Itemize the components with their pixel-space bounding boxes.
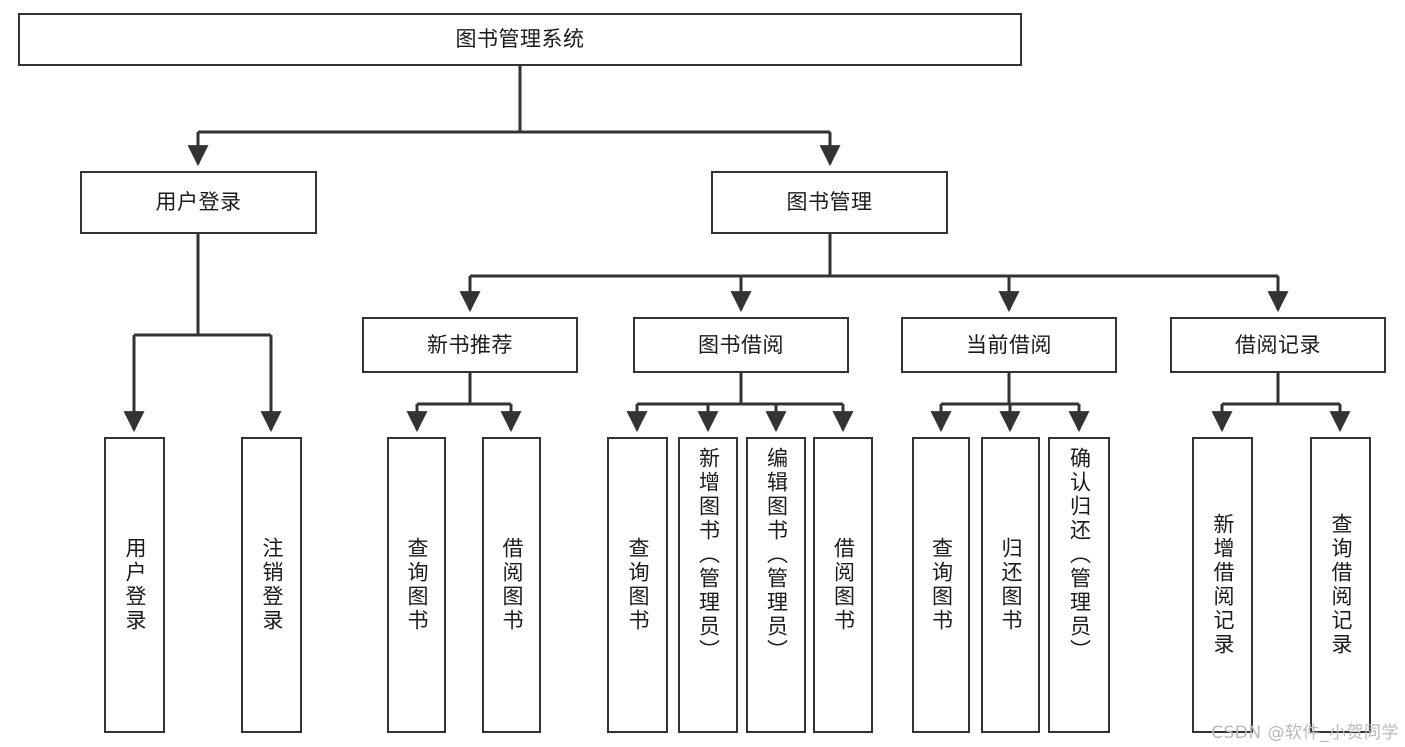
node-leaf-logout[interactable]: 注销登录	[241, 437, 302, 733]
node-label: 当前借阅	[966, 332, 1052, 357]
node-label: 图书借阅	[698, 332, 784, 357]
node-borrow-record[interactable]: 借阅记录	[1170, 317, 1386, 373]
node-label: 借阅记录	[1235, 332, 1321, 357]
node-book-manage[interactable]: 图书管理	[711, 171, 948, 234]
node-leaf-borrow-book-1[interactable]: 借阅图书	[482, 437, 541, 733]
node-label: 新书推荐	[427, 332, 513, 357]
node-leaf-borrow-book-2[interactable]: 借阅图书	[813, 437, 873, 733]
node-leaf-query-book-1[interactable]: 查询图书	[387, 437, 446, 733]
node-new-book-rec[interactable]: 新书推荐	[362, 317, 578, 373]
node-label: 归还图书	[999, 537, 1023, 633]
node-label: 确认归还（管理员）	[1067, 447, 1092, 663]
node-leaf-return-book[interactable]: 归还图书	[981, 437, 1040, 733]
node-label: 新增图书（管理员）	[696, 447, 721, 663]
node-leaf-confirm-return[interactable]: 确认归还（管理员）	[1048, 437, 1110, 733]
node-label: 编辑图书（管理员）	[764, 447, 789, 663]
node-label: 借阅图书	[500, 537, 524, 633]
node-label: 注销登录	[260, 537, 284, 633]
node-label: 用户登录	[123, 537, 147, 633]
node-leaf-user-login[interactable]: 用户登录	[104, 437, 165, 733]
node-label: 图书管理系统	[455, 27, 585, 52]
node-label: 新增借阅记录	[1211, 513, 1235, 657]
node-label: 图书管理	[786, 190, 873, 215]
node-leaf-query-record[interactable]: 查询借阅记录	[1310, 437, 1371, 733]
node-user-login[interactable]: 用户登录	[80, 171, 317, 234]
node-current-borrow[interactable]: 当前借阅	[901, 317, 1117, 373]
node-leaf-query-book-3[interactable]: 查询图书	[912, 437, 970, 733]
node-root-system[interactable]: 图书管理系统	[18, 13, 1022, 66]
node-label: 借阅图书	[831, 537, 856, 633]
node-leaf-query-book-2[interactable]: 查询图书	[607, 437, 668, 733]
node-label: 用户登录	[155, 190, 242, 215]
node-leaf-edit-book[interactable]: 编辑图书（管理员）	[746, 437, 806, 733]
node-leaf-add-book[interactable]: 新增图书（管理员）	[678, 437, 738, 733]
node-book-borrow[interactable]: 图书借阅	[633, 317, 849, 373]
node-label: 查询图书	[626, 537, 650, 633]
node-label: 查询图书	[405, 537, 429, 633]
node-label: 查询图书	[929, 537, 954, 633]
node-label: 查询借阅记录	[1329, 513, 1353, 657]
csdn-watermark: CSDN @软件_小贺同学	[1211, 723, 1399, 743]
node-leaf-add-record[interactable]: 新增借阅记录	[1192, 437, 1253, 733]
